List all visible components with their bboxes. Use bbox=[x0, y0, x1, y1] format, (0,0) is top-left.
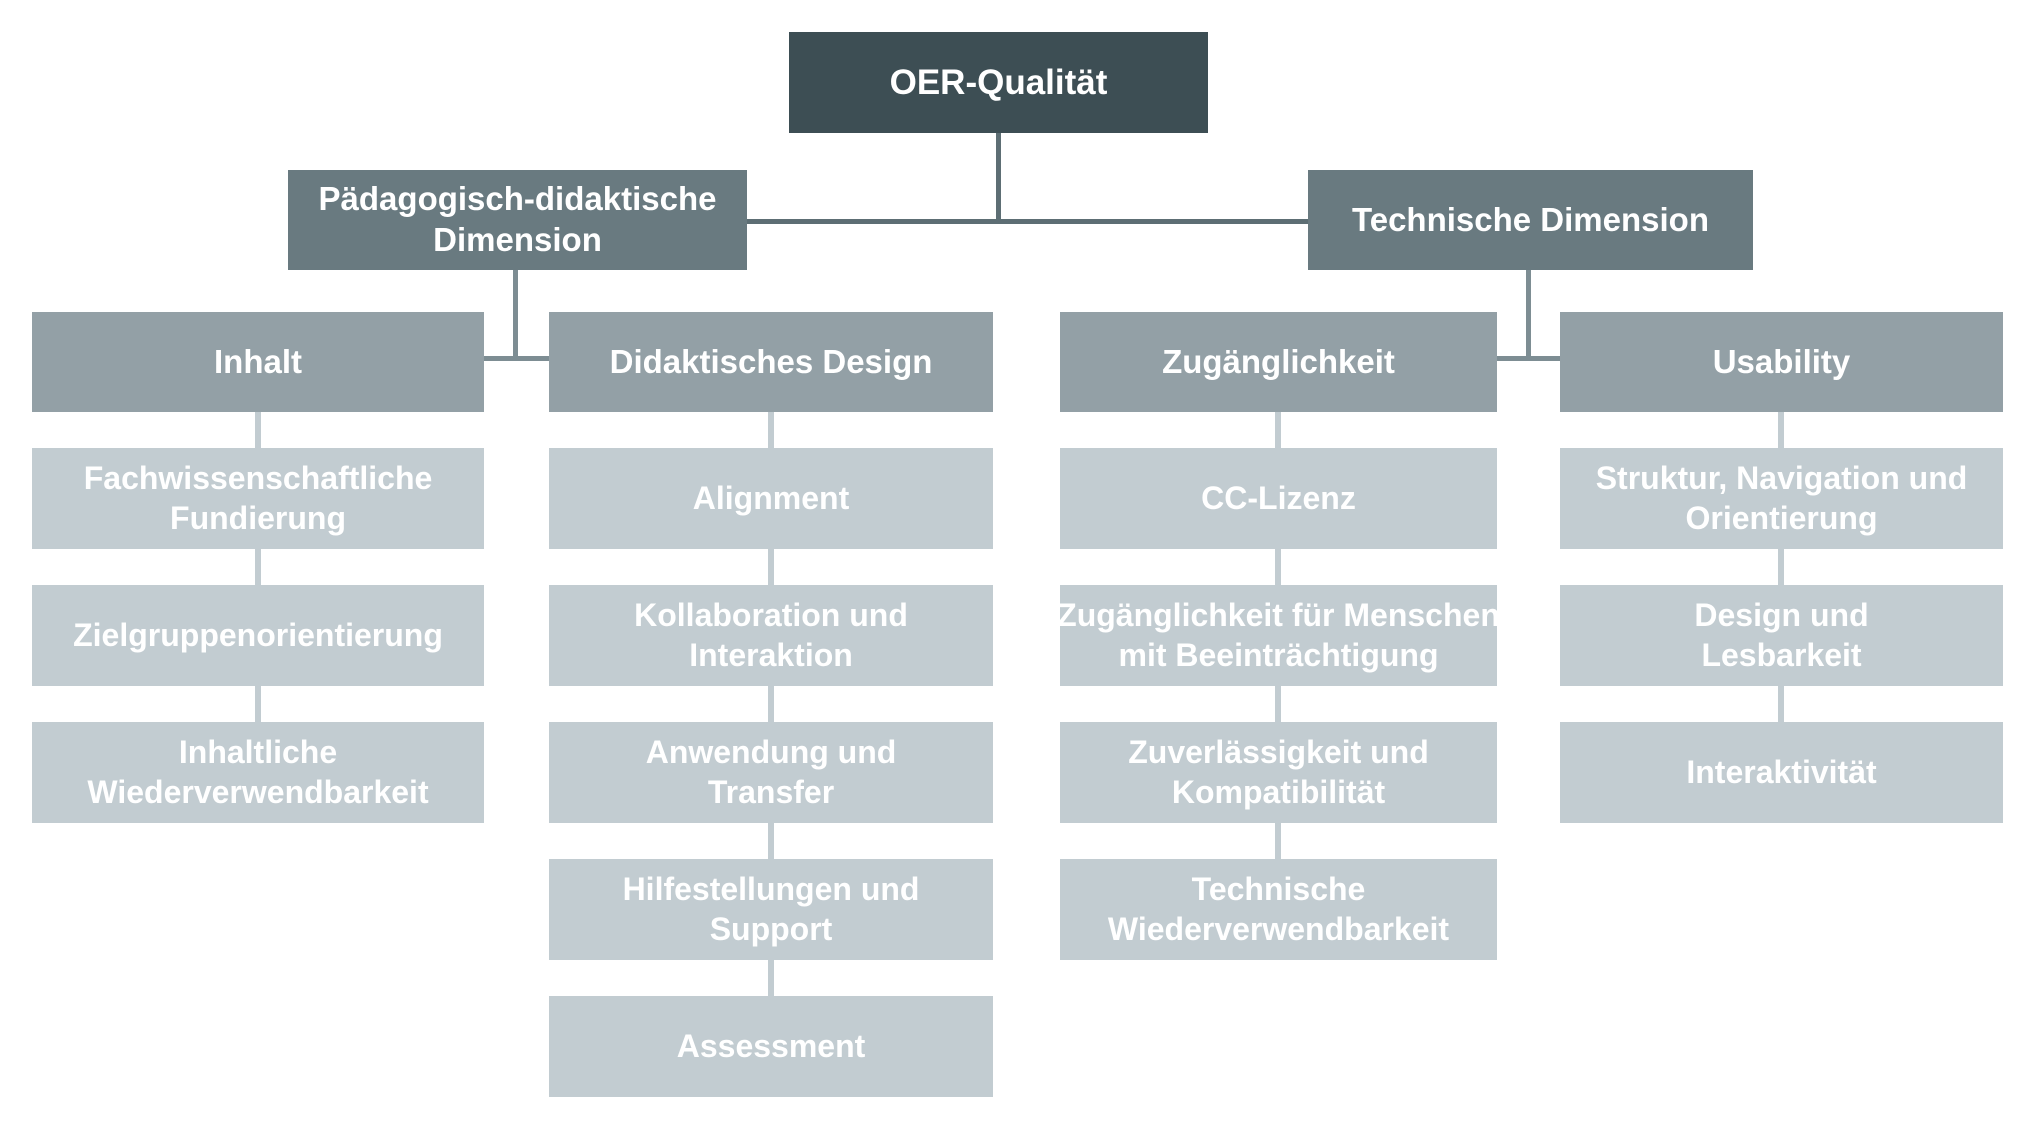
connector-line bbox=[768, 549, 774, 585]
box-hilfestellungen-und-support: Hilfestellungen und Support bbox=[549, 859, 993, 960]
box-didaktisches-design-label: Didaktisches Design bbox=[609, 342, 933, 380]
criterion-label: Inhaltliche Wiederverwendbarkeit bbox=[87, 733, 429, 810]
box-design-und-lesbarkeit: Design und Lesbarkeit bbox=[1560, 585, 2003, 686]
connector-paedagogisch-horizontal bbox=[484, 356, 549, 361]
box-zugaenglichkeit-fuer-menschen-mit-beeintraechtigung: Zugänglichkeit für Menschen mit Beeinträ… bbox=[1057, 585, 1500, 686]
connector-line bbox=[1778, 412, 1784, 448]
connector-line bbox=[1275, 823, 1281, 859]
connector-line bbox=[768, 686, 774, 722]
criterion-label: Zuverlässigkeit und Kompatibilität bbox=[1128, 733, 1429, 810]
connector-root-horizontal bbox=[747, 219, 1308, 224]
criterion-label: Zielgruppenorientierung bbox=[73, 616, 443, 653]
box-struktur-navigation-und-orientierung: Struktur, Navigation und Orientierung bbox=[1560, 448, 2003, 549]
connector-line bbox=[1275, 686, 1281, 722]
criterion-label: Design und Lesbarkeit bbox=[1694, 596, 1869, 673]
box-inhaltliche-wiederverwendbarkeit: Inhaltliche Wiederverwendbarkeit bbox=[32, 722, 484, 823]
box-alignment: Alignment bbox=[549, 448, 993, 549]
box-assessment: Assessment bbox=[549, 996, 993, 1097]
box-kollaboration-und-interaktion: Kollaboration und Interaktion bbox=[549, 585, 993, 686]
connector-line bbox=[1778, 549, 1784, 585]
box-cc-lizenz: CC-Lizenz bbox=[1060, 448, 1497, 549]
box-fachwissenschaftliche-fundierung: Fachwissenschaftliche Fundierung bbox=[32, 448, 484, 549]
connector-line bbox=[768, 960, 774, 996]
box-zielgruppenorientierung: Zielgruppenorientierung bbox=[32, 585, 484, 686]
connector-technisch-horizontal bbox=[1497, 356, 1560, 361]
criterion-label: Anwendung und Transfer bbox=[645, 733, 897, 810]
box-usability: Usability bbox=[1560, 312, 2003, 412]
box-inhalt-label: Inhalt bbox=[214, 342, 302, 380]
box-oer-qualitaet: OER-Qualität bbox=[789, 32, 1208, 133]
connector-line bbox=[1275, 412, 1281, 448]
criterion-label: Fachwissenschaftliche Fundierung bbox=[83, 459, 433, 536]
connector-line bbox=[1778, 686, 1784, 722]
box-inhalt: Inhalt bbox=[32, 312, 484, 412]
connector-line bbox=[255, 549, 261, 585]
connector-line bbox=[768, 823, 774, 859]
box-technische-dimension: Technische Dimension bbox=[1308, 170, 1753, 270]
connector-line bbox=[768, 412, 774, 448]
criterion-label: Assessment bbox=[676, 1027, 866, 1064]
box-anwendung-und-transfer: Anwendung und Transfer bbox=[549, 722, 993, 823]
connector-line bbox=[255, 412, 261, 448]
connector-line bbox=[1275, 549, 1281, 585]
box-didaktisches-design: Didaktisches Design bbox=[549, 312, 993, 412]
connector-technisch-vertical bbox=[1526, 270, 1531, 360]
box-zuverlaessigkeit-und-kompatibilitaet: Zuverlässigkeit und Kompatibilität bbox=[1060, 722, 1497, 823]
criterion-label: Hilfestellungen und Support bbox=[622, 870, 920, 947]
criterion-label: Kollaboration und Interaktion bbox=[634, 596, 908, 673]
connector-line bbox=[255, 686, 261, 722]
box-technische-wiederverwendbarkeit: Technische Wiederverwendbarkeit bbox=[1060, 859, 1497, 960]
box-paedagogisch-didaktische-dimension-label: Pädagogisch-didaktische Dimension bbox=[318, 180, 717, 258]
box-paedagogisch-didaktische-dimension: Pädagogisch-didaktische Dimension bbox=[288, 170, 747, 270]
criterion-label: Alignment bbox=[692, 479, 850, 516]
box-zugaenglichkeit-label: Zugänglichkeit bbox=[1162, 342, 1395, 380]
criterion-label: Struktur, Navigation und Orientierung bbox=[1595, 459, 1968, 536]
criterion-label: Technische Wiederverwendbarkeit bbox=[1107, 870, 1450, 947]
criterion-label: Zugänglichkeit für Menschen mit Beeinträ… bbox=[1057, 596, 1500, 673]
connector-paedagogisch-vertical bbox=[513, 270, 518, 360]
box-usability-label: Usability bbox=[1712, 342, 1851, 380]
criterion-label: Interaktivität bbox=[1686, 753, 1877, 790]
box-interaktivitaet: Interaktivität bbox=[1560, 722, 2003, 823]
box-zugaenglichkeit: Zugänglichkeit bbox=[1060, 312, 1497, 412]
criterion-label: CC-Lizenz bbox=[1201, 479, 1356, 516]
box-oer-qualitaet-label: OER-Qualität bbox=[889, 62, 1108, 102]
connector-root-vertical bbox=[996, 133, 1001, 223]
box-technische-dimension-label: Technische Dimension bbox=[1352, 200, 1709, 238]
